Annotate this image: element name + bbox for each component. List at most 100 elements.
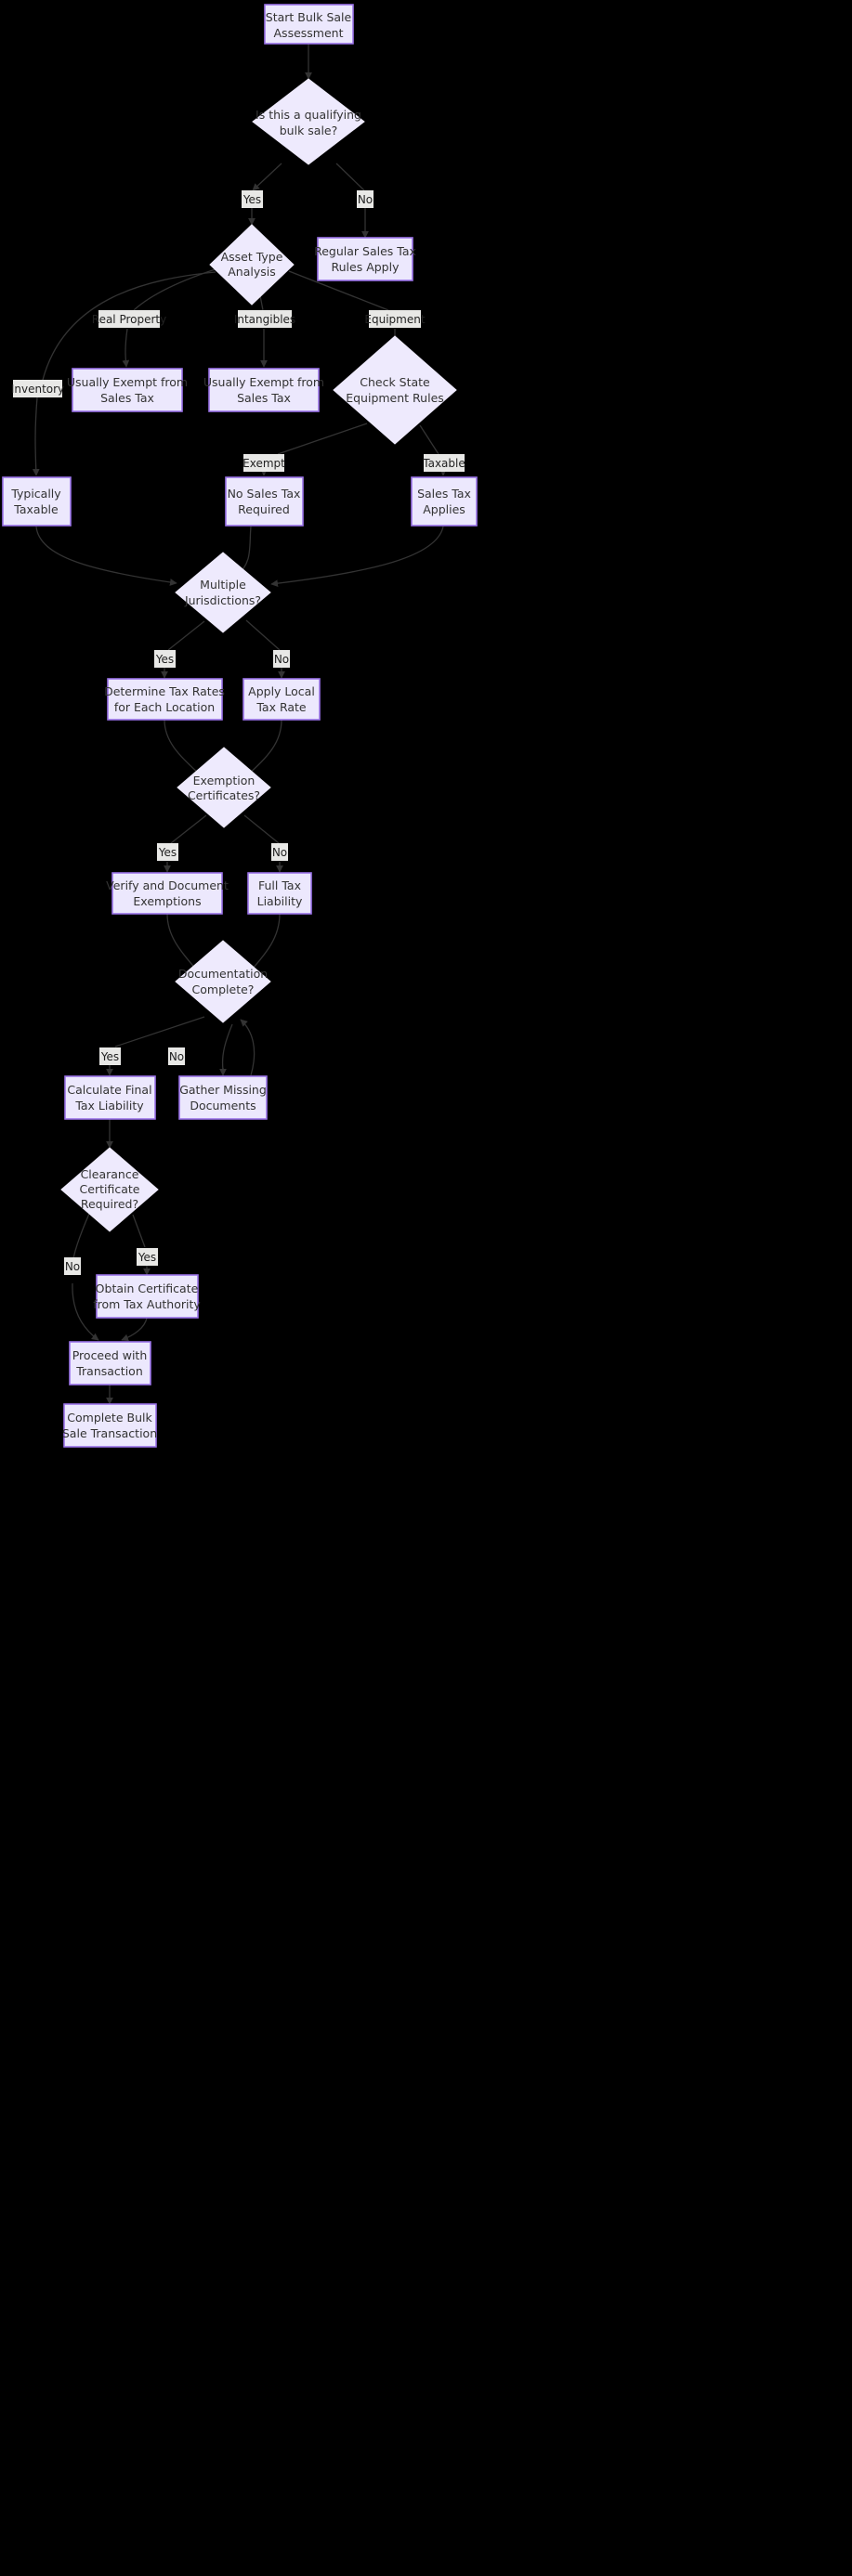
node-is-qualifying-bulk-sale[interactable]: Is this a qualifying bulk sale? (252, 78, 365, 165)
node-usually-exempt-real-property[interactable]: Usually Exempt from Sales Tax (67, 368, 188, 412)
edge-exemption-no (243, 814, 280, 844)
node-asset-type-analysis[interactable]: Asset Type Analysis (209, 224, 295, 306)
svg-text:Obtain Certificate: Obtain Certificate (96, 1281, 199, 1295)
svg-text:Real Property: Real Property (92, 313, 166, 326)
node-determine-tax-rates[interactable]: Determine Tax Rates for Each Location (104, 678, 225, 721)
svg-text:Usually Exempt from: Usually Exempt from (203, 375, 324, 389)
svg-text:Exempt: Exempt (242, 457, 285, 470)
node-verify-document-exemptions[interactable]: Verify and Document Exemptions (106, 872, 229, 915)
nodes-layer: Start Bulk Sale Assessment Is this a qua… (2, 4, 478, 1448)
edge-checkstate-exempt (277, 423, 368, 455)
edge-exemption-yes (170, 814, 207, 844)
svg-text:Taxable: Taxable (422, 457, 465, 470)
edge-label-clearance-no: No (64, 1257, 81, 1275)
edge-inventory-typically (32, 397, 40, 476)
edge-assettype-equipment (288, 270, 389, 311)
svg-text:Complete?: Complete? (192, 982, 255, 996)
svg-text:No: No (272, 846, 287, 859)
edge-label-multi-yes: Yes (154, 650, 176, 668)
svg-text:Documents: Documents (190, 1099, 256, 1112)
svg-text:Equipment: Equipment (364, 313, 425, 326)
svg-text:Applies: Applies (423, 502, 465, 516)
svg-text:Tax Rate: Tax Rate (256, 700, 307, 714)
svg-text:Inventory: Inventory (11, 383, 64, 396)
svg-text:Transaction: Transaction (75, 1364, 143, 1378)
edge-obtain-proceed (121, 1317, 148, 1342)
svg-text:Sale Transaction: Sale Transaction (62, 1426, 157, 1440)
node-sales-tax-applies[interactable]: Sales Tax Applies (411, 476, 478, 527)
svg-text:Required: Required (238, 502, 290, 516)
edge-labels-layer: Yes No Inventory Real Property Intangibl… (11, 190, 465, 1275)
svg-text:Check State: Check State (360, 375, 430, 389)
svg-text:Yes: Yes (155, 653, 174, 666)
node-complete-bulk-sale-transaction[interactable]: Complete Bulk Sale Transaction (62, 1403, 157, 1448)
svg-text:Certificate: Certificate (80, 1182, 140, 1196)
node-exemption-certificates[interactable]: Exemption Certificates? (177, 747, 271, 828)
edge-multi-no (245, 619, 281, 651)
svg-text:Yes: Yes (100, 1050, 119, 1063)
node-proceed-with-transaction[interactable]: Proceed with Transaction (69, 1341, 151, 1386)
svg-text:No: No (274, 653, 289, 666)
edge-qualify-yes-assettype (252, 163, 282, 191)
edge-typically-multi (35, 526, 177, 586)
svg-text:Complete Bulk: Complete Bulk (67, 1411, 152, 1425)
node-clearance-certificate-required[interactable]: Clearance Certificate Required? (60, 1147, 159, 1232)
edge-realprop-exempt1 (122, 328, 130, 368)
edge-label-equipment: Equipment (364, 310, 426, 328)
edge-determine-exemption (164, 719, 203, 777)
node-obtain-certificate-from-tax-authority[interactable]: Obtain Certificate from Tax Authority (93, 1274, 201, 1319)
edge-label-intangibles: Intangibles (234, 310, 295, 328)
svg-text:Intangibles: Intangibles (234, 313, 295, 326)
edge-label-inventory: Inventory (11, 380, 64, 397)
node-full-tax-liability[interactable]: Full Tax Liability (247, 872, 312, 915)
svg-text:Tax Liability: Tax Liability (74, 1099, 144, 1112)
edge-doc-yes (114, 1016, 205, 1047)
svg-text:Documentation: Documentation (178, 967, 268, 981)
edge-multi-yes (167, 620, 205, 651)
svg-text:Sales Tax: Sales Tax (417, 487, 471, 501)
svg-text:Exemptions: Exemptions (133, 894, 201, 908)
node-start-bulk-sale-assessment[interactable]: Start Bulk Sale Assessment (264, 4, 354, 45)
svg-text:Rules Apply: Rules Apply (332, 260, 400, 274)
node-typically-taxable[interactable]: Typically Taxable (2, 476, 72, 527)
edge-gather-back-to-doc (240, 1019, 256, 1076)
edge-label-exemption-no: No (271, 843, 288, 861)
svg-text:Calculate Final: Calculate Final (67, 1083, 151, 1097)
svg-text:Sales Tax: Sales Tax (100, 391, 154, 405)
svg-text:Start Bulk Sale: Start Bulk Sale (266, 10, 352, 24)
svg-text:Jurisdictions?: Jurisdictions? (184, 593, 261, 607)
svg-text:Is this a qualifying: Is this a qualifying (256, 108, 361, 122)
svg-text:Full Tax: Full Tax (258, 878, 301, 892)
edge-label-clearance-yes: Yes (137, 1248, 158, 1266)
edge-applylocal-exemption (245, 719, 282, 777)
node-documentation-complete[interactable]: Documentation Complete? (175, 940, 271, 1023)
svg-text:Proceed with: Proceed with (72, 1348, 148, 1362)
node-apply-local-tax-rate[interactable]: Apply Local Tax Rate (242, 678, 321, 721)
node-check-state-equipment-rules[interactable]: Check State Equipment Rules (333, 335, 457, 445)
svg-text:Yes: Yes (242, 193, 261, 206)
node-no-sales-tax-required[interactable]: No Sales Tax Required (225, 476, 304, 527)
edge-label-taxable: Taxable (422, 454, 465, 472)
svg-text:Clearance: Clearance (81, 1167, 139, 1181)
svg-text:Liability: Liability (257, 894, 303, 908)
svg-text:Certificates?: Certificates? (188, 788, 260, 802)
svg-text:Equipment Rules: Equipment Rules (346, 391, 444, 405)
svg-text:Exemption: Exemption (193, 774, 256, 787)
node-multiple-jurisdictions[interactable]: Multiple Jurisdictions? (175, 552, 271, 633)
edge-assettype-inventory (42, 271, 216, 381)
edge-salestaxapplies-multi (270, 526, 444, 588)
svg-text:Yes: Yes (138, 1251, 156, 1264)
svg-text:Determine Tax Rates: Determine Tax Rates (104, 684, 225, 698)
edge-clearance-no (72, 1213, 90, 1266)
svg-text:Asset Type: Asset Type (221, 250, 283, 264)
svg-text:Gather Missing: Gather Missing (179, 1083, 267, 1097)
svg-text:Sales Tax: Sales Tax (237, 391, 291, 405)
svg-text:Yes: Yes (158, 846, 177, 859)
node-calculate-final-tax-liability[interactable]: Calculate Final Tax Liability (64, 1075, 156, 1120)
svg-text:Verify and Document: Verify and Document (106, 878, 229, 892)
node-usually-exempt-intangibles[interactable]: Usually Exempt from Sales Tax (203, 368, 324, 412)
node-gather-missing-documents[interactable]: Gather Missing Documents (178, 1075, 268, 1120)
node-regular-sales-tax-rules-apply[interactable]: Regular Sales Tax Rules Apply (314, 237, 416, 281)
edge-qualify-no-regular (335, 163, 365, 191)
